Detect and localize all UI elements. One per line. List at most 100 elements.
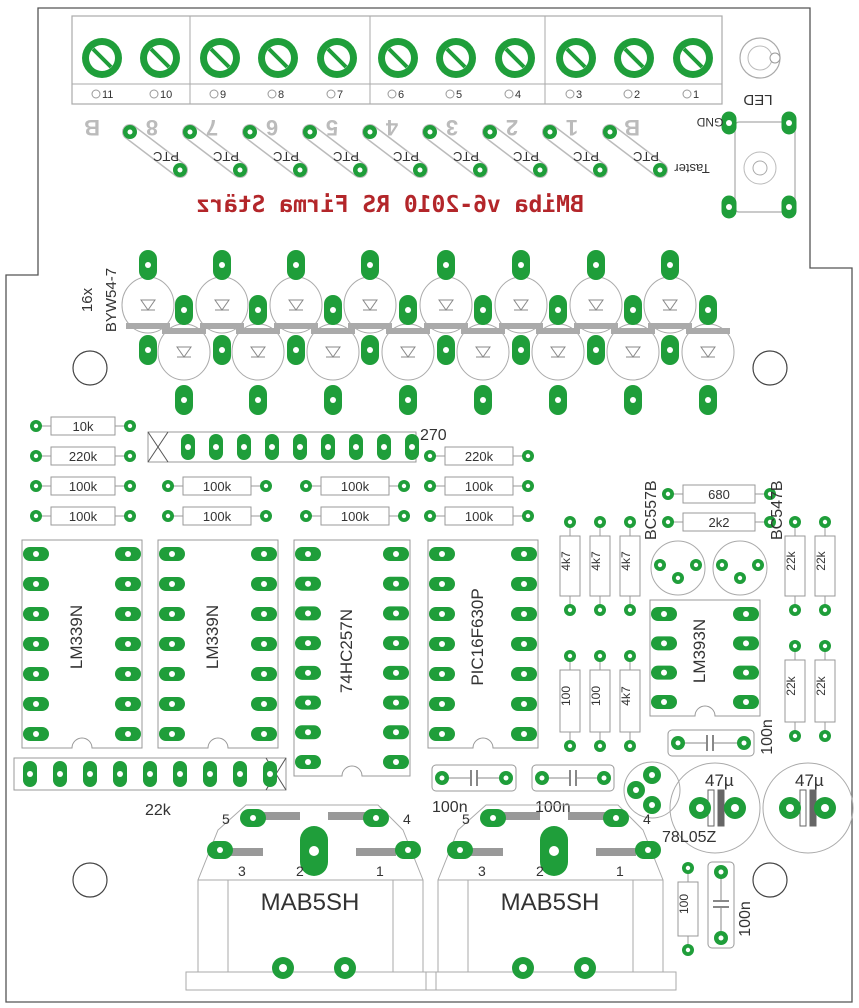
regulator: 78L05Z (623, 761, 716, 846)
resistor-4k7: 4k7 (559, 516, 581, 616)
resistor-100-label: 100 (677, 894, 691, 914)
ic-lm393-label: LM393N (690, 619, 709, 683)
cap-100n-label: 100n (432, 799, 468, 816)
cap-100n: 100n (531, 764, 615, 816)
diode (231, 323, 285, 381)
diode (195, 276, 249, 334)
mab-label: MAB5SH (501, 889, 600, 916)
diode-part: BYW54-7 (103, 268, 120, 332)
resistor-100: 100 (559, 650, 581, 752)
ptc-label: PTC (573, 149, 599, 164)
resistor-2k2: 2k2 (662, 512, 776, 532)
ptc-label: PTC (273, 149, 299, 164)
terminal-label: 3 (576, 89, 582, 101)
ptc-label: PTC (213, 149, 239, 164)
resistor-22k: 22k (814, 516, 836, 616)
mab-label: MAB5SH (261, 889, 360, 916)
diode (157, 323, 211, 381)
terminal-label: 1 (693, 89, 699, 101)
mab-pin-4: 4 (643, 811, 651, 827)
resistor-10k: 10k (30, 416, 136, 436)
resistor-220k-label: 220k (465, 449, 494, 464)
resistor-100-label: 100 (559, 686, 573, 706)
resistor-100-label: 100 (589, 686, 603, 706)
ptc-number: 6 (266, 115, 278, 140)
transistors: BC557B BC547B (643, 480, 786, 596)
ptc-number: 2 (506, 115, 518, 140)
cap-100n-label: 100n (737, 901, 754, 937)
diode (494, 276, 548, 334)
ptc: PTC (422, 124, 488, 178)
resistor-220k: 220k (424, 446, 534, 466)
diode (606, 323, 660, 381)
led-footprint: LED (739, 37, 781, 108)
ptc-number: 7 (206, 115, 218, 140)
diode (381, 323, 435, 381)
ic-pic16f630-label: PIC16F630P (468, 588, 487, 685)
ic-pic16f630: PIC16F630P (427, 539, 539, 749)
resistor-4k7-label: 4k7 (589, 551, 603, 571)
resistor-220k: 220k (30, 446, 136, 466)
led-label: LED (743, 91, 772, 108)
bc557-label: BC557B (643, 480, 660, 540)
board-title: BMiba v6-2010 RS Firma Stärz (196, 192, 584, 218)
resistor-22k: 22k (814, 640, 836, 742)
elcap-1-label: 47µ (705, 771, 734, 790)
ptc-number: 4 (385, 115, 398, 140)
regulator-label: 78L05Z (662, 829, 716, 846)
ptc: PTC (482, 124, 548, 178)
mab-pin-5: 5 (222, 811, 230, 827)
mab-pin-2: 2 (296, 863, 304, 879)
resistor-100k-label: 100k (465, 479, 494, 494)
ptc-number: B (84, 115, 100, 140)
taster-label: Taster (674, 161, 710, 176)
terminal-label: 11 (102, 89, 113, 101)
ic-lm339-2-label: LM339N (203, 605, 222, 669)
sip-270-label: 270 (420, 427, 447, 444)
diode-array (121, 250, 735, 415)
resistor-4k7: 4k7 (619, 650, 641, 752)
resistor-100k: 100k (424, 476, 534, 496)
ptc-label: PTC (513, 149, 539, 164)
diode (343, 276, 397, 334)
ptc: PTC (242, 124, 308, 178)
cap-100n-label: 100n (759, 719, 776, 755)
diode (531, 323, 585, 381)
mab-pin-2: 2 (536, 863, 544, 879)
sip-270: 270 (147, 427, 447, 463)
diode (456, 323, 510, 381)
terminal-label: 8 (278, 89, 284, 101)
ic-lm339-1: LM339N (21, 539, 143, 749)
resistor-22k-label: 22k (784, 550, 798, 570)
terminal-label: 2 (634, 89, 640, 101)
resistor-4k7: 4k7 (619, 516, 641, 616)
resistor-100k: 100k (162, 476, 272, 496)
ptc-label: PTC (393, 149, 419, 164)
gnd-label: GND (696, 115, 723, 129)
resistor-100k: 100k (300, 476, 410, 496)
resistor-100: 100 (677, 862, 699, 956)
ptc-label: PTC (153, 149, 179, 164)
resistor-100k: 100k (424, 506, 534, 526)
cap-100n: 100n (667, 719, 776, 757)
ic-lm339-2: LM339N (157, 539, 279, 749)
ptc: PTC (182, 124, 248, 178)
resistor-100k-label: 100k (341, 479, 370, 494)
capacitors: 100n 100n 100n 100n (431, 719, 776, 949)
diode (681, 323, 735, 381)
ptc-number: 1 (566, 115, 578, 140)
electrolytic-caps: + + 47µ 47µ (669, 762, 854, 854)
mab-pin-1: 1 (376, 863, 384, 879)
ptc-number: 3 (446, 115, 458, 140)
ptc-number: B (624, 115, 640, 140)
resistor-100k: 100k (300, 506, 410, 526)
diode-count: 16x (79, 287, 96, 312)
resistor-100k: 100k (30, 506, 136, 526)
mab-pin-5: 5 (462, 811, 470, 827)
cap-100n-label: 100n (535, 799, 571, 816)
ic-lm339-1-label: LM339N (67, 605, 86, 669)
cap-100n: 100n (431, 764, 517, 816)
